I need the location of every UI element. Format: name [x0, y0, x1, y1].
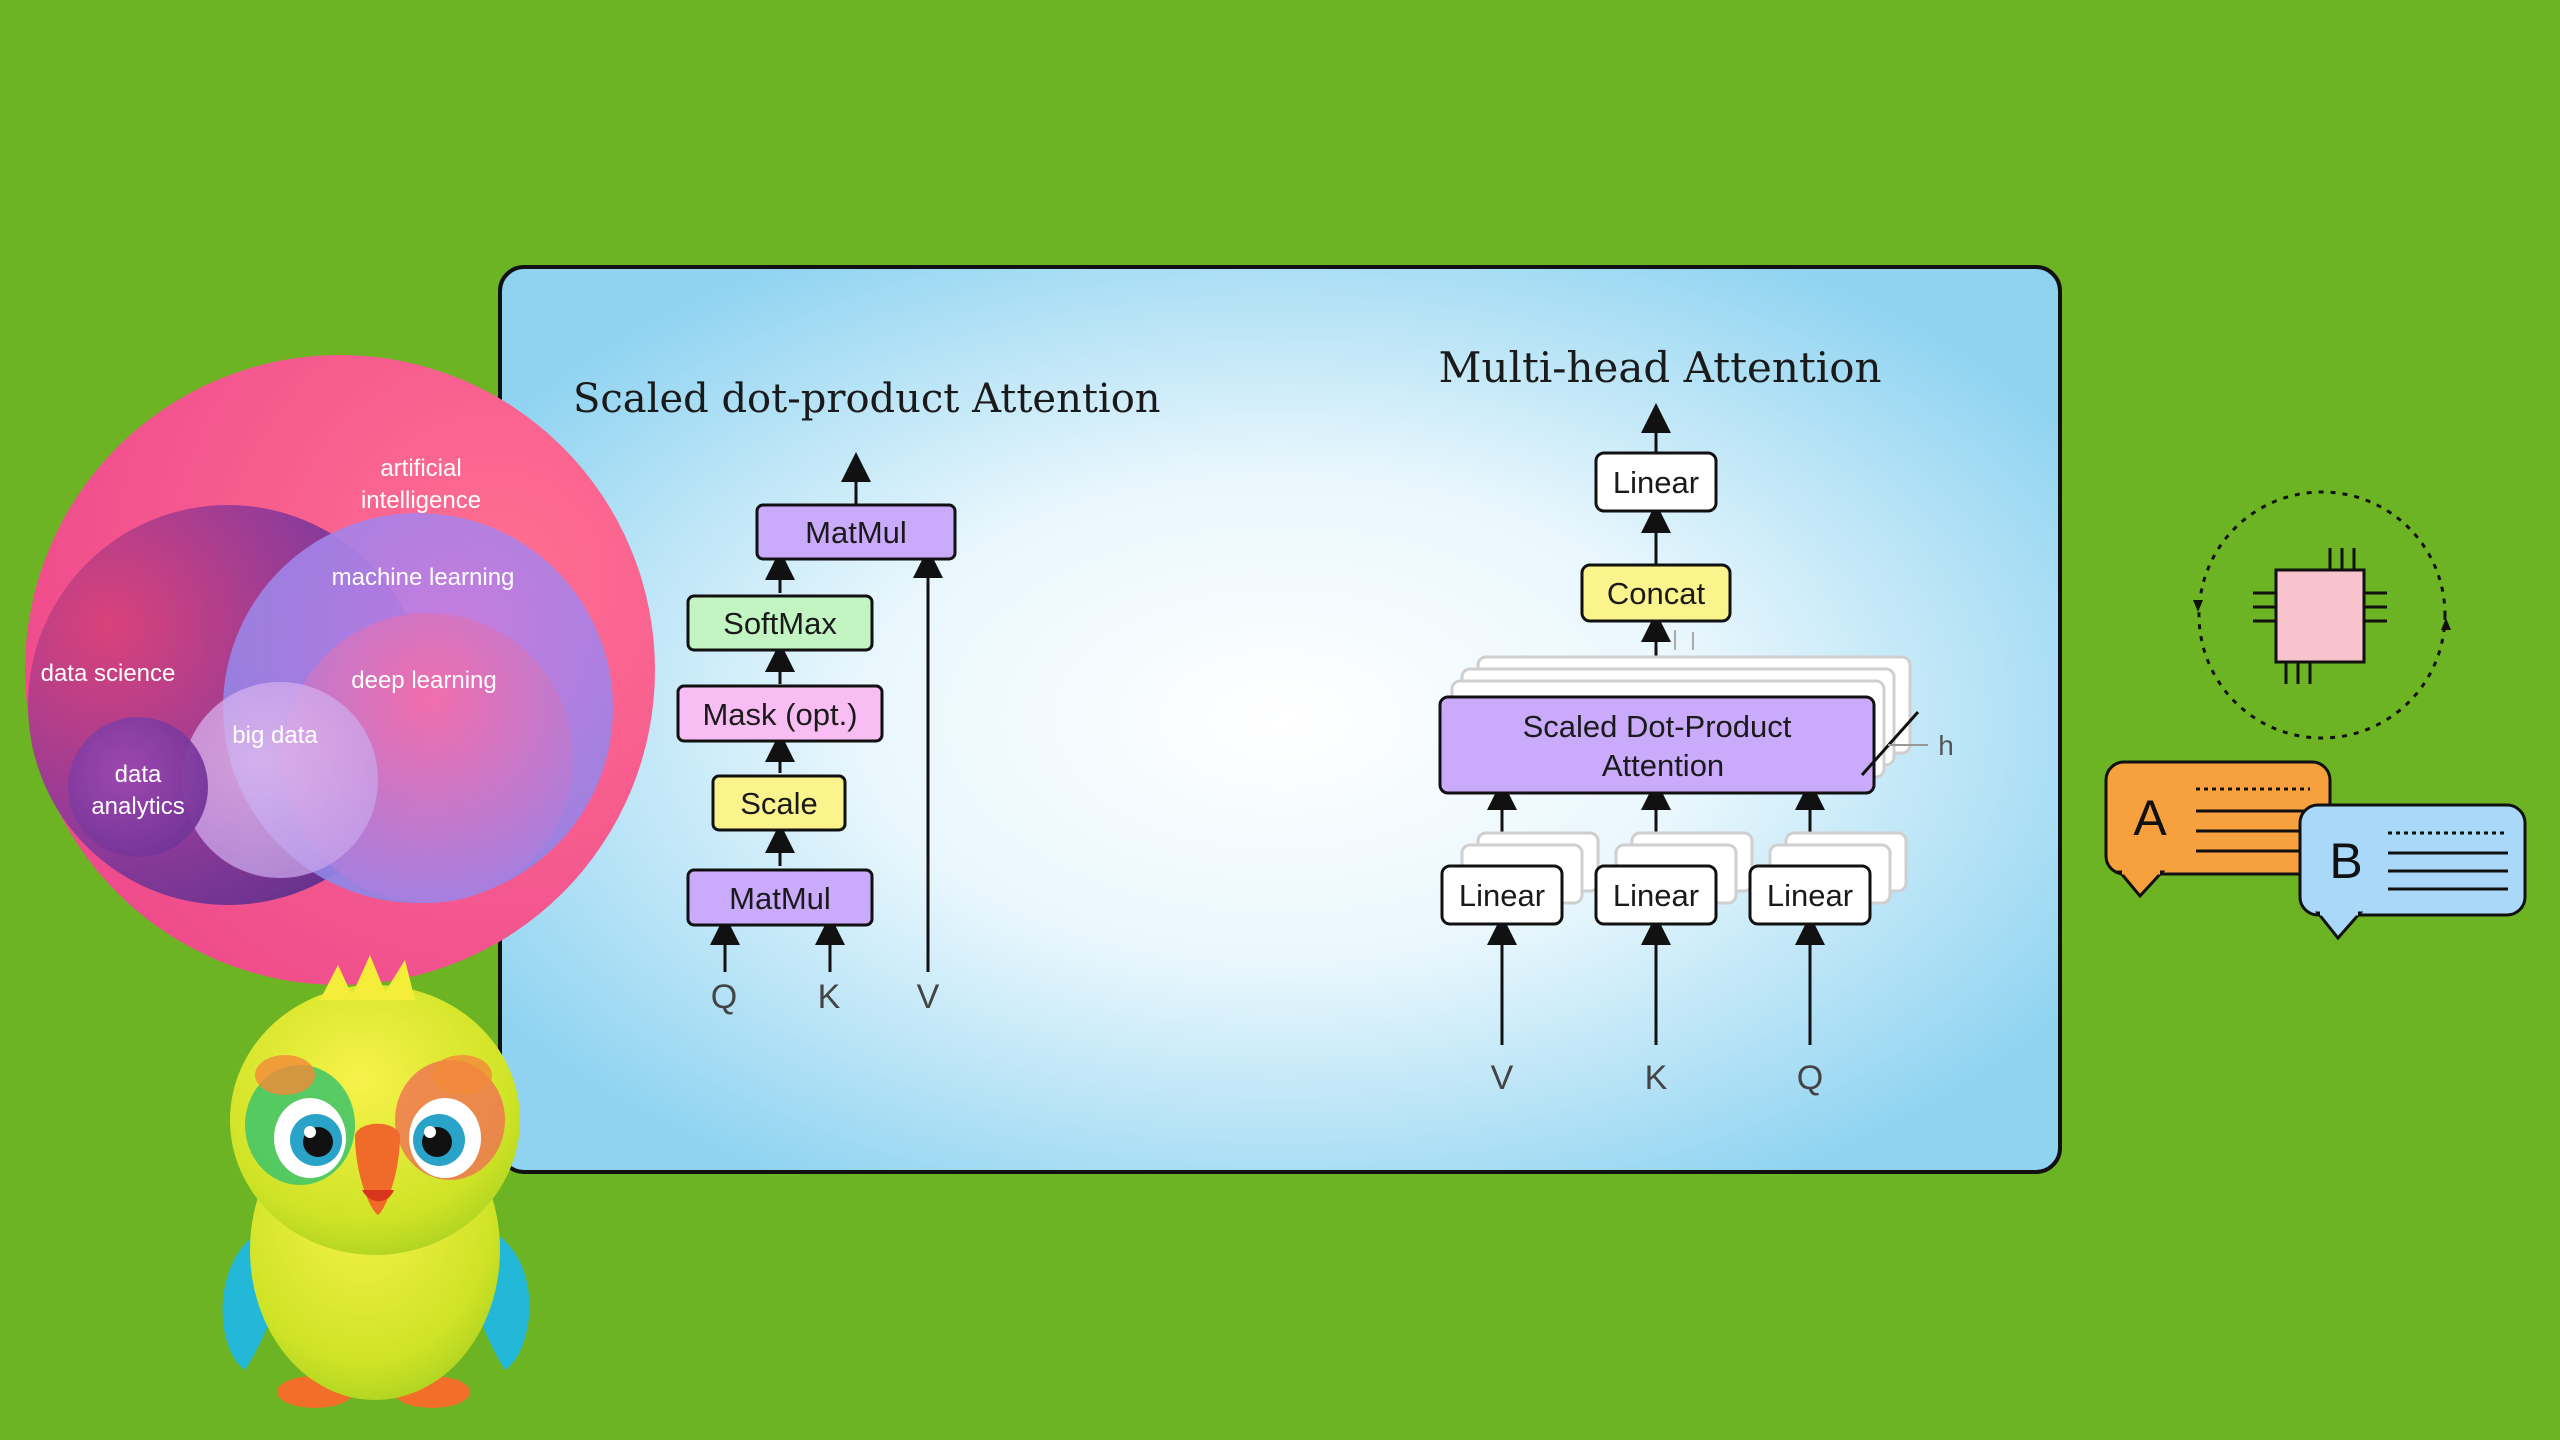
linear-out-block	[1594, 451, 1718, 513]
linear-k-label: Linear	[1613, 878, 1699, 913]
mh-input-k-label: K	[1645, 1059, 1668, 1097]
linear-v-block	[1440, 864, 1564, 926]
venn-ml-label: machine learning	[332, 564, 515, 591]
venn-ds-label: data science	[41, 660, 176, 687]
parrot-mascot-icon	[222, 955, 530, 1408]
softmax-block	[686, 594, 874, 652]
venn-diagram: artificial intelligence machine learning…	[25, 355, 655, 985]
scale-label: Scale	[740, 786, 818, 821]
input-q-label: Q	[711, 978, 737, 1016]
mh-input-q-label: Q	[1797, 1059, 1823, 1097]
linear-out-label: Linear	[1613, 465, 1699, 500]
linear-v-label: Linear	[1459, 878, 1545, 913]
scaled-attention-diagram	[710, 452, 943, 972]
venn-da-label-2: analytics	[91, 793, 184, 820]
heads-bracket	[1860, 711, 1920, 776]
attention-panel: Scaled dot-product Attention MatMul Soft…	[498, 265, 2062, 1174]
faded-head-arrows	[1674, 630, 1694, 650]
matmul-top-label: MatMul	[805, 515, 907, 550]
chat-bubbles-icon: A B	[2104, 760, 2527, 941]
venn-bd-label: big data	[232, 722, 318, 749]
venn-ai-label-2: intelligence	[361, 487, 481, 514]
venn-ai-label-1: artificial	[380, 455, 461, 482]
matmul-bottom-label: MatMul	[729, 881, 831, 916]
multihead-attention-title: Multi-head Attention	[1438, 343, 1881, 392]
venn-big-data	[182, 682, 378, 878]
chat-bubble-b-letter: B	[2329, 833, 2362, 889]
input-k-label: K	[818, 978, 841, 1016]
linear-q-label: Linear	[1767, 878, 1853, 913]
scaled-attention-title: Scaled dot-product Attention	[573, 376, 1161, 422]
scaled-dot-product-label-line1: Scaled Dot-Product	[1523, 709, 1792, 744]
linear-q-block	[1748, 864, 1872, 926]
venn-dl-label: deep learning	[351, 667, 496, 694]
concat-label: Concat	[1607, 576, 1706, 611]
input-v-label: V	[917, 978, 940, 1016]
chat-bubble-a-letter: A	[2133, 790, 2167, 846]
chip-cycle-icon	[2193, 490, 2451, 740]
linear-k-block	[1594, 864, 1718, 926]
matmul-top-block	[755, 503, 957, 561]
concat-block	[1580, 563, 1732, 623]
mask-block	[676, 684, 884, 743]
venn-da-label-1: data	[115, 761, 162, 788]
chat-bubble-b: B	[2298, 803, 2527, 941]
scaled-dot-product-block	[1438, 695, 1876, 795]
chat-bubble-a: A	[2104, 760, 2332, 899]
scale-block	[711, 774, 847, 832]
heads-label: h	[1938, 730, 1954, 761]
mh-input-v-label: V	[1491, 1059, 1514, 1097]
softmax-label: SoftMax	[723, 606, 837, 641]
mask-label: Mask (opt.)	[702, 697, 857, 732]
matmul-bottom-block	[686, 868, 874, 927]
venn-data-analytics	[68, 717, 208, 857]
scaled-dot-product-label-line2: Attention	[1602, 748, 1724, 783]
